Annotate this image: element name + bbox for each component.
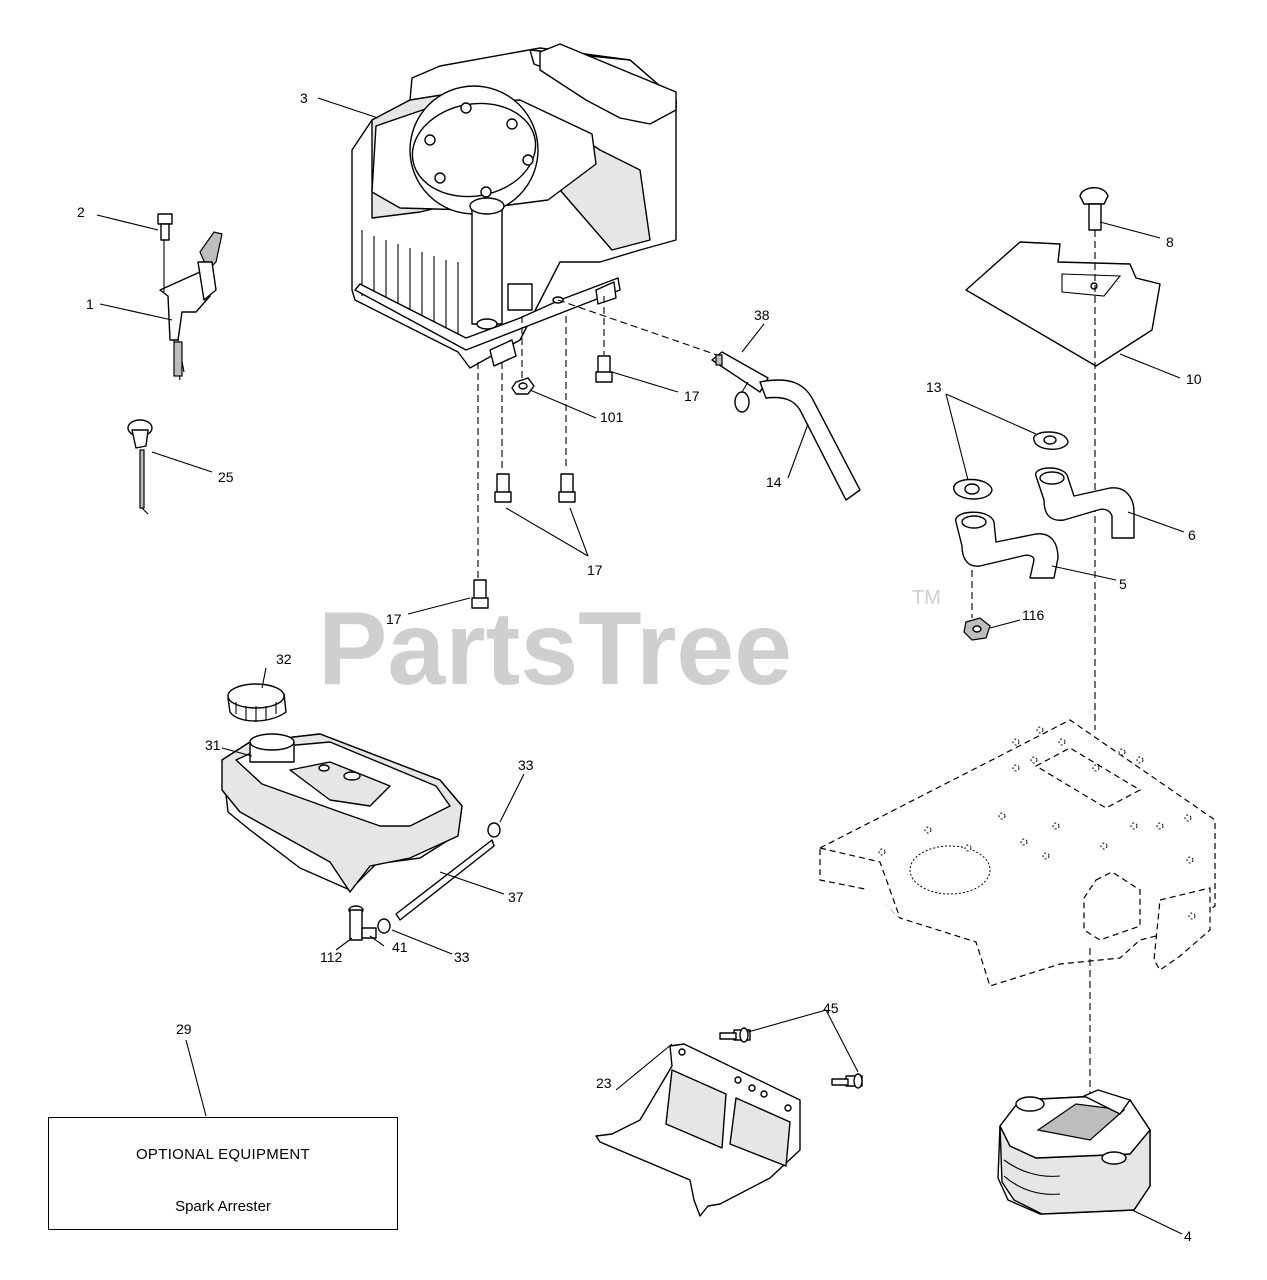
fuel-line-37 <box>395 839 495 921</box>
optional-equipment-item: Spark Arrester <box>175 1198 271 1215</box>
callout-2: 2 <box>77 204 85 220</box>
throttle-control-1 <box>159 231 223 381</box>
oil-drain-valve-38 <box>711 351 769 413</box>
optional-equipment-box: OPTIONAL EQUIPMENT Spark Arrester <box>48 1117 398 1230</box>
callout-8: 8 <box>1166 234 1174 250</box>
callout-101: 101 <box>600 409 624 425</box>
leader-lines <box>96 97 1185 1235</box>
callout-6: 6 <box>1188 527 1196 543</box>
callout-3: 3 <box>300 90 308 106</box>
clamp-33-top <box>487 822 501 838</box>
callout-112: 112 <box>320 949 343 965</box>
choke-knob-25 <box>127 419 153 515</box>
engine-part-3 <box>351 43 677 369</box>
nut-116 <box>963 617 991 641</box>
callout-31: 31 <box>205 737 221 753</box>
callout-4: 4 <box>1184 1228 1192 1244</box>
screw-2 <box>157 213 173 241</box>
callout-13: 13 <box>926 379 942 395</box>
clamp-33-bottom <box>377 918 391 934</box>
screw-45-a <box>719 1027 751 1043</box>
nut-101 <box>511 377 535 395</box>
gasket-13-b <box>953 478 993 500</box>
fitting-112 <box>348 905 364 941</box>
callout-41: 41 <box>392 939 408 955</box>
bolt-17-left <box>494 473 512 503</box>
fuel-tank-31 <box>221 733 463 893</box>
callout-10: 10 <box>1186 371 1202 387</box>
callout-23: 23 <box>596 1075 612 1091</box>
bolt-17-top <box>595 355 613 383</box>
exhaust-pipe-5 <box>955 511 1059 579</box>
callout-45: 45 <box>823 1000 839 1016</box>
fuel-cap-32 <box>227 683 287 722</box>
watermark-trademark: TM <box>912 587 941 609</box>
heat-shield-10 <box>965 241 1161 367</box>
bolt-17-right <box>558 473 576 503</box>
callout-14: 14 <box>766 474 782 490</box>
muffler-4 <box>997 1089 1151 1215</box>
screw-45-b <box>831 1073 863 1089</box>
callout-33-top: 33 <box>518 757 534 773</box>
callout-116: 116 <box>1022 607 1045 623</box>
gasket-13-a <box>1033 431 1069 450</box>
callout-1: 1 <box>86 296 94 312</box>
frame-dashed <box>819 719 1216 987</box>
callout-17-top: 17 <box>684 388 700 404</box>
callout-37: 37 <box>508 889 524 905</box>
callout-25: 25 <box>218 469 234 485</box>
callout-38: 38 <box>754 307 770 323</box>
callout-17-mid: 17 <box>587 562 603 578</box>
knob-8 <box>1079 187 1109 231</box>
callout-32: 32 <box>276 651 292 667</box>
optional-equipment-title: OPTIONAL EQUIPMENT <box>135 1146 311 1163</box>
exhaust-pipe-6 <box>1035 467 1135 539</box>
drain-hose-14 <box>759 379 861 501</box>
callout-33-bottom: 33 <box>454 949 470 965</box>
watermark-text: PartsTree <box>318 591 792 707</box>
callout-17-low: 17 <box>386 611 402 627</box>
callout-5: 5 <box>1119 576 1127 592</box>
callout-29: 29 <box>176 1021 192 1037</box>
muffler-guard-23 <box>595 1043 801 1217</box>
bolt-17-lower <box>471 579 489 609</box>
elbow-41 <box>361 927 377 939</box>
